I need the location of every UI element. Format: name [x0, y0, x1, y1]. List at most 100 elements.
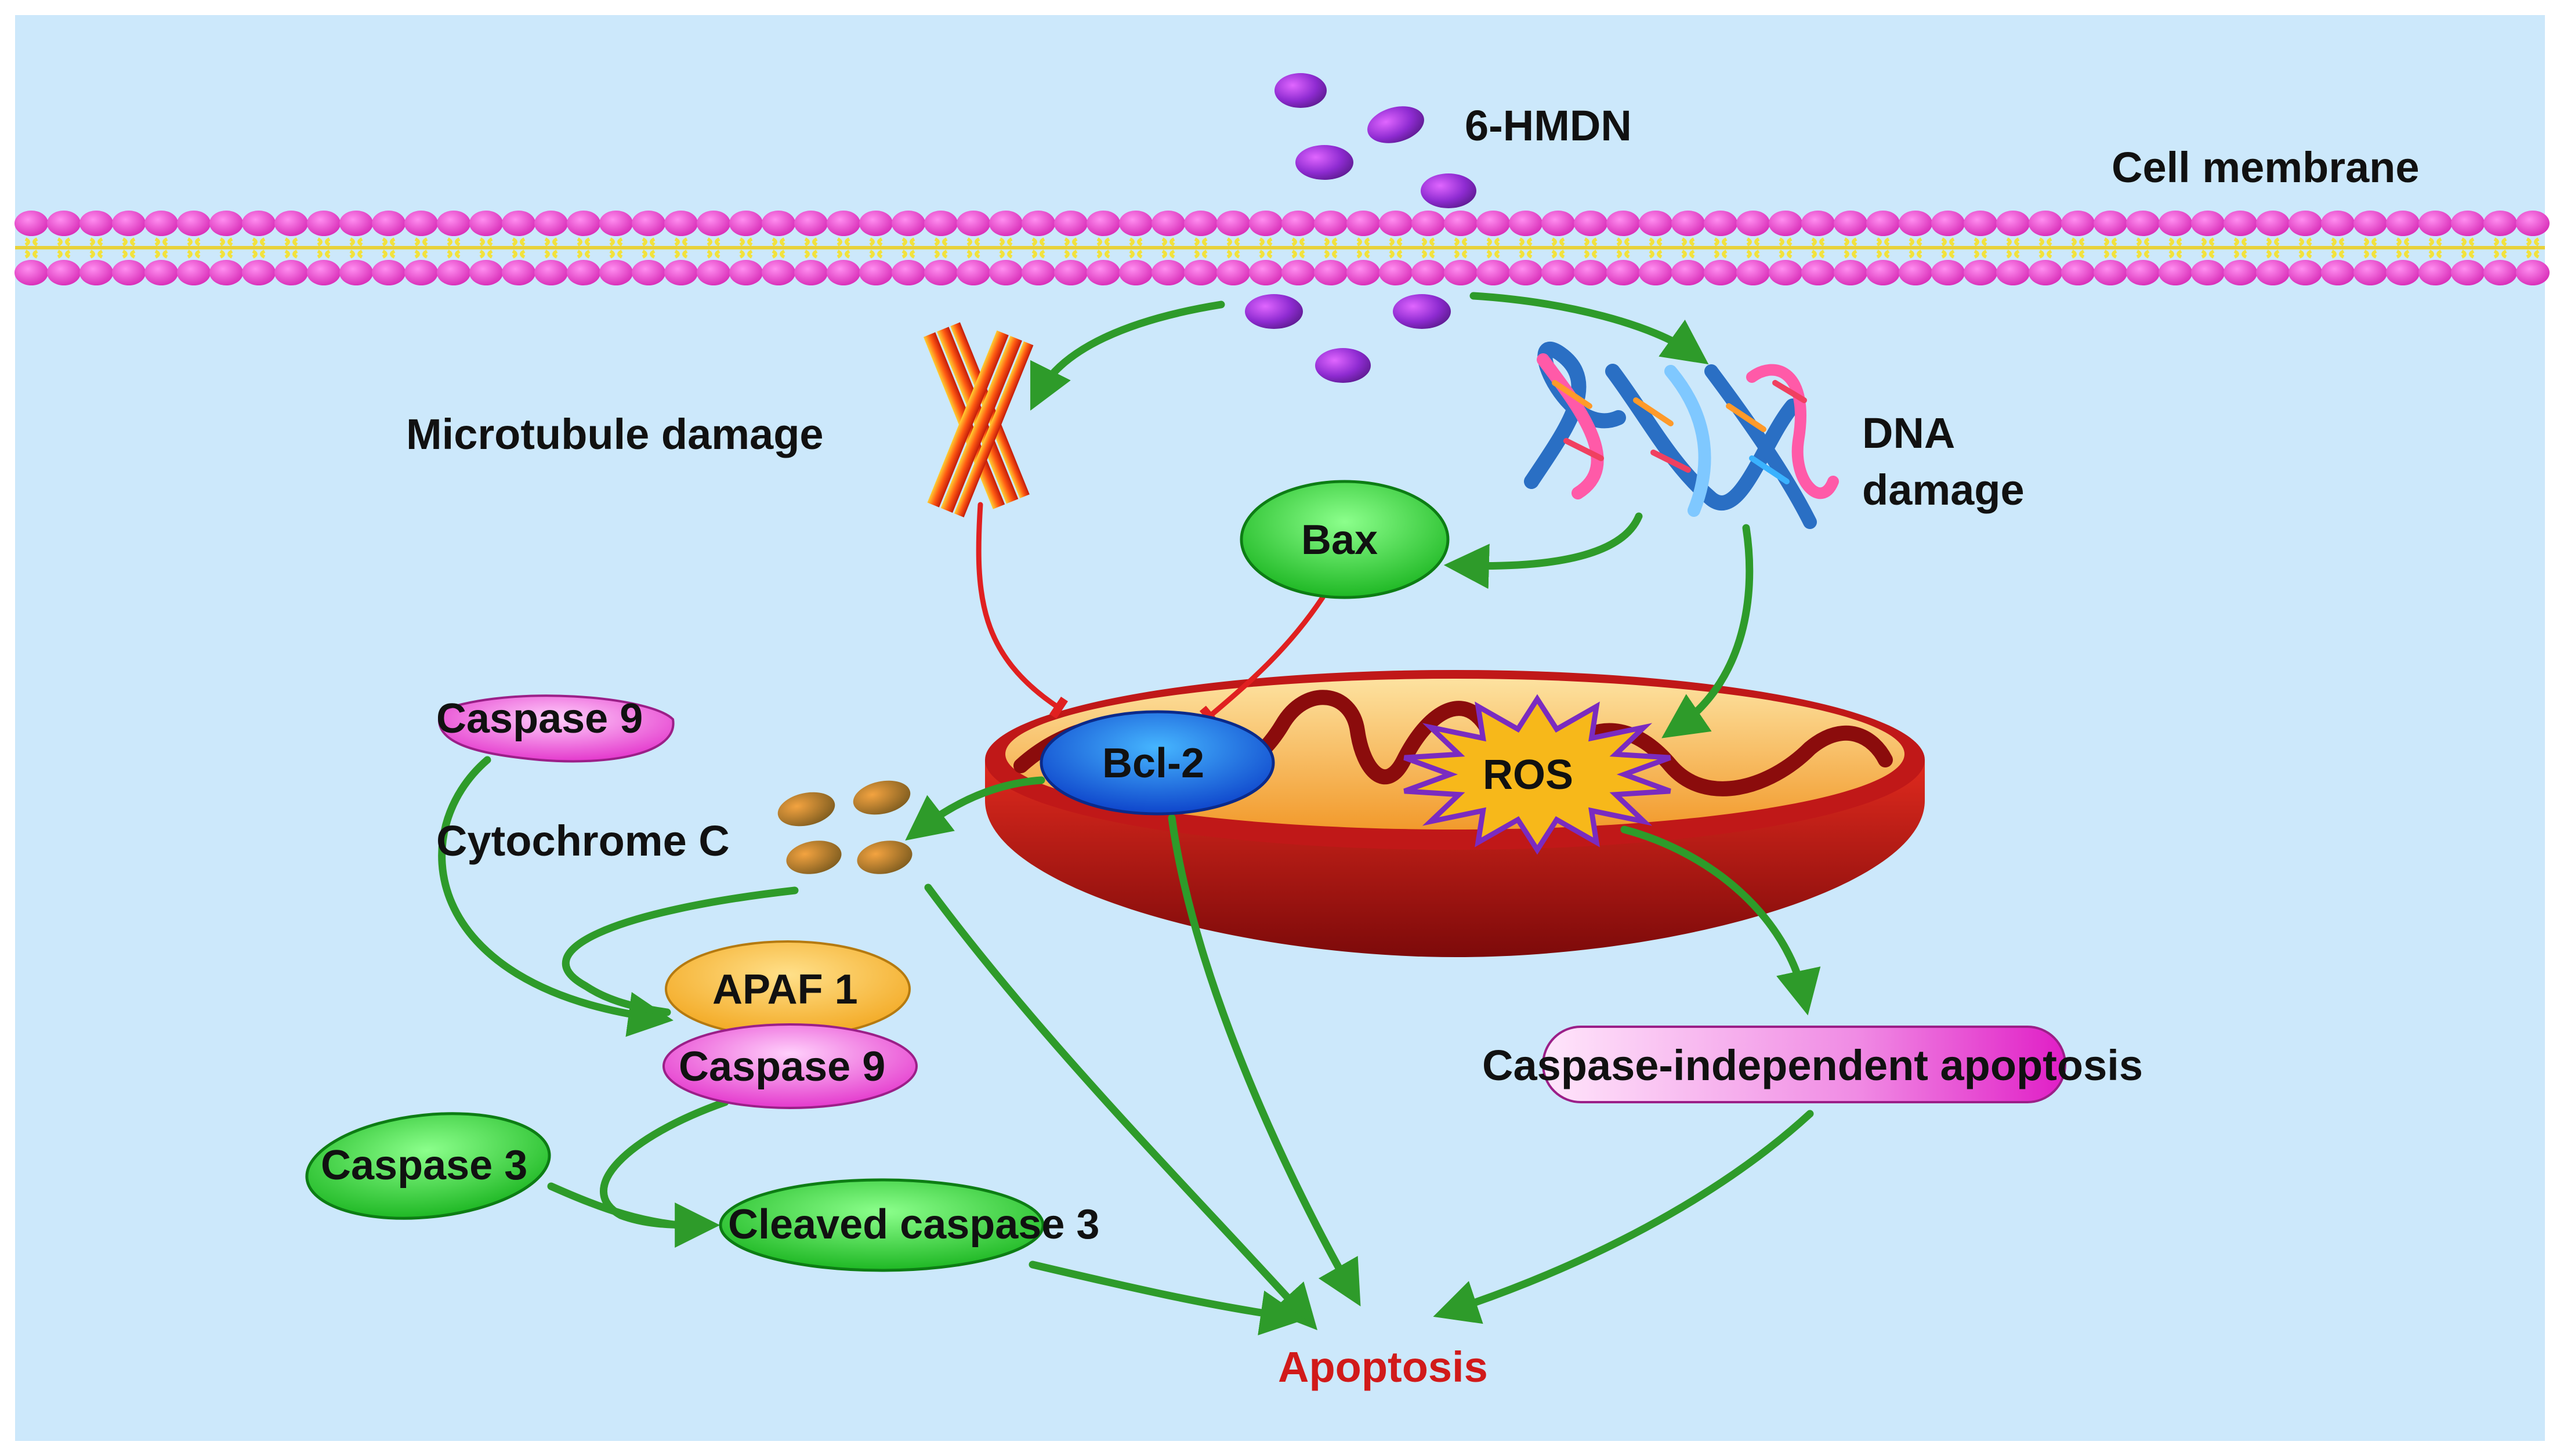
lipid-tail [1421, 237, 1435, 247]
lipid-tail [1779, 237, 1793, 247]
lipid-tail [252, 249, 266, 259]
lipid-tail [1226, 237, 1240, 247]
lipid-tail [2233, 249, 2247, 259]
lipid-head [1704, 260, 1737, 285]
lipid-tail [2298, 237, 2312, 247]
lipid-tail [1096, 249, 1110, 259]
lipid-head [1996, 260, 2030, 285]
lipid-tail [707, 249, 720, 259]
lipid-tail [1519, 249, 1533, 259]
lipid-tail [1941, 237, 1955, 247]
lipid-tail [1389, 237, 1403, 247]
lipid-tail [57, 237, 71, 247]
lipid-head [1606, 211, 1640, 236]
lipid-tail [1584, 237, 1598, 247]
lipid-head [567, 260, 600, 285]
lipid-tail [1259, 249, 1273, 259]
lipid-head [1606, 260, 1640, 285]
lipid-tail [2396, 237, 2410, 247]
lipid-head [2289, 260, 2322, 285]
lipid-tail [382, 237, 396, 247]
lipid-head [339, 260, 373, 285]
lipid-tail [317, 249, 331, 259]
lipid-head [794, 260, 828, 285]
lipid-tail [609, 237, 623, 247]
lipid-tail [1291, 237, 1305, 247]
lipid-head [1866, 260, 1900, 285]
lipid-head [2386, 211, 2420, 236]
lipid-tail [1974, 237, 1987, 247]
lipid-tail [1551, 249, 1565, 259]
lipid-tail [2006, 249, 2020, 259]
lipid-head [957, 260, 990, 285]
lipid-tail [2233, 237, 2247, 247]
lipid-tail [1681, 249, 1695, 259]
lipid-tail [1584, 249, 1598, 259]
lipid-head [2451, 211, 2485, 236]
lipid-head [2094, 211, 2127, 236]
microtubule-damage-label: Microtubule damage [406, 410, 824, 458]
lipid-tail [284, 237, 298, 247]
lipid-head [534, 211, 568, 236]
lipid-head [15, 260, 48, 285]
lipid-tail [1714, 249, 1728, 259]
lipid-tail [1746, 237, 1760, 247]
lipid-head [2061, 211, 2095, 236]
lipid-tail [2201, 249, 2215, 259]
cleaved-caspase3-node [719, 1178, 1045, 1272]
lipid-head [2061, 260, 2095, 285]
lipid-tail [57, 249, 71, 259]
lipid-tail [1616, 249, 1630, 259]
lipid-head [1834, 260, 1867, 285]
lipid-head [2483, 211, 2517, 236]
lipid-head [1736, 260, 1770, 285]
lipid-tail [674, 237, 688, 247]
lipid-tail [2136, 249, 2150, 259]
lipid-head [1184, 260, 1218, 285]
lipid-head [2029, 211, 2062, 236]
lipid-tail [642, 249, 656, 259]
lipid-tail [1974, 249, 1987, 259]
lipid-tail [1909, 237, 1922, 247]
lipid-head [404, 260, 438, 285]
lipid-tail [1649, 237, 1663, 247]
cell-membrane-bilayer [15, 211, 2550, 285]
lipid-head [1704, 211, 1737, 236]
lipid-head [242, 260, 276, 285]
lipid-tail [772, 249, 785, 259]
lipid-head [1346, 260, 1380, 285]
lipid-tail [934, 249, 948, 259]
ros-label: ROS [1483, 752, 1574, 798]
lipid-head [1899, 260, 1932, 285]
lipid-head [2353, 260, 2387, 285]
lipid-tail [349, 237, 363, 247]
lipid-tail [2298, 249, 2312, 259]
lipid-tail [2071, 249, 2085, 259]
lipid-head [144, 211, 178, 236]
lipid-head [372, 260, 405, 285]
lipid-tail [2526, 249, 2540, 259]
arrow-cytochrome-to-apaf [562, 886, 799, 1016]
lipid-tail [2493, 249, 2507, 259]
lipid-head [1314, 211, 1348, 236]
lipid-head [729, 211, 763, 236]
lipid-head [2418, 211, 2452, 236]
lipid-head [1834, 211, 1867, 236]
drug-molecule [1393, 294, 1451, 329]
lipid-head [924, 211, 958, 236]
lipid-head [112, 211, 146, 236]
lipid-tail [1161, 249, 1175, 259]
lipid-tail [479, 237, 493, 247]
lipid-head [1281, 211, 1315, 236]
lipid-tail [577, 237, 591, 247]
lipid-head [2224, 260, 2257, 285]
lipid-head [112, 260, 146, 285]
arrow-ros-to-caspase-independent [1620, 825, 1821, 1016]
lipid-head [15, 211, 48, 236]
lipid-tail [2168, 249, 2182, 259]
lipid-tail [2038, 249, 2052, 259]
cytochrome-particle [777, 792, 835, 827]
lipid-tail [2038, 237, 2052, 247]
lipid-head [1054, 211, 1088, 236]
caspase3-label: Caspase 3 [321, 1142, 528, 1189]
